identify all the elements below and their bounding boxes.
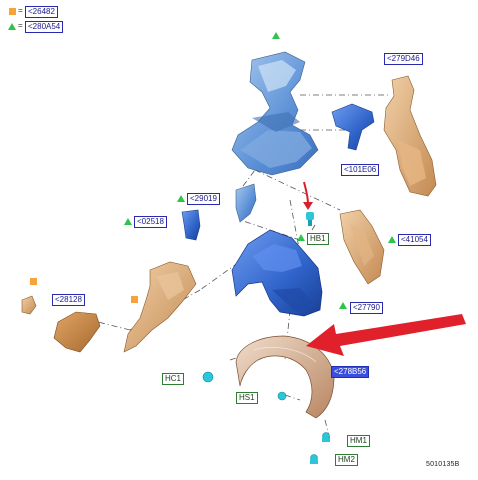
callout-HB1[interactable]: HB1	[307, 233, 329, 245]
clip-HM1	[322, 432, 330, 442]
legend-square	[9, 8, 16, 15]
callout-HS1[interactable]: HS1	[236, 392, 258, 404]
callout-41054[interactable]: <41054	[398, 234, 431, 246]
left-part-marker	[30, 278, 37, 285]
marker-HB1	[297, 234, 305, 241]
inner-wheel-arch	[231, 229, 323, 317]
callout-02518[interactable]: <02518	[134, 216, 167, 228]
legend-triangle-ref[interactable]: <280A54	[25, 21, 64, 33]
legend-square-ref[interactable]: <26482	[25, 6, 58, 18]
callout-27790[interactable]: <27790	[350, 302, 383, 314]
big-red-arrow	[306, 314, 466, 356]
wheelhouse-liner	[235, 335, 335, 419]
legend-triangle	[8, 23, 16, 30]
figure-number: 5010135B	[426, 461, 460, 468]
callout-101E06[interactable]: <101E06	[341, 164, 380, 176]
rear-pillar-reinforcement	[383, 75, 437, 197]
marker-27790	[339, 302, 347, 309]
upper-part-marker	[272, 32, 280, 39]
marker-41054	[388, 236, 396, 243]
callout-279D46[interactable]: <279D46	[384, 53, 423, 65]
mid-panel-marker	[131, 296, 138, 303]
bracket-02518	[181, 209, 201, 241]
callout-HM2[interactable]: HM2	[335, 454, 358, 466]
bracket-41054	[339, 209, 385, 285]
lower-pillar-part	[21, 295, 101, 353]
quarter-inner-panel	[123, 261, 197, 353]
small-red-arrow	[303, 181, 313, 210]
clip-HS1	[277, 391, 287, 401]
callout-HM1[interactable]: HM1	[347, 435, 370, 447]
callout-HC1[interactable]: HC1	[162, 373, 185, 385]
clip-HM2	[310, 454, 318, 464]
callout-28128[interactable]: <28128	[52, 294, 85, 306]
legend-equals-square: =	[18, 6, 23, 15]
bracket-29019	[235, 183, 257, 223]
clip-HC1	[202, 371, 214, 383]
legend-equals-triangle: =	[18, 21, 23, 30]
callout-278B56[interactable]: <278B56	[331, 366, 370, 378]
bracket-101E06	[331, 103, 375, 151]
upper-wheelhouse-part	[231, 51, 319, 176]
marker-29019	[177, 195, 185, 202]
clip-HB1	[306, 212, 314, 226]
callout-29019[interactable]: <29019	[187, 193, 220, 205]
marker-02518	[124, 218, 132, 225]
